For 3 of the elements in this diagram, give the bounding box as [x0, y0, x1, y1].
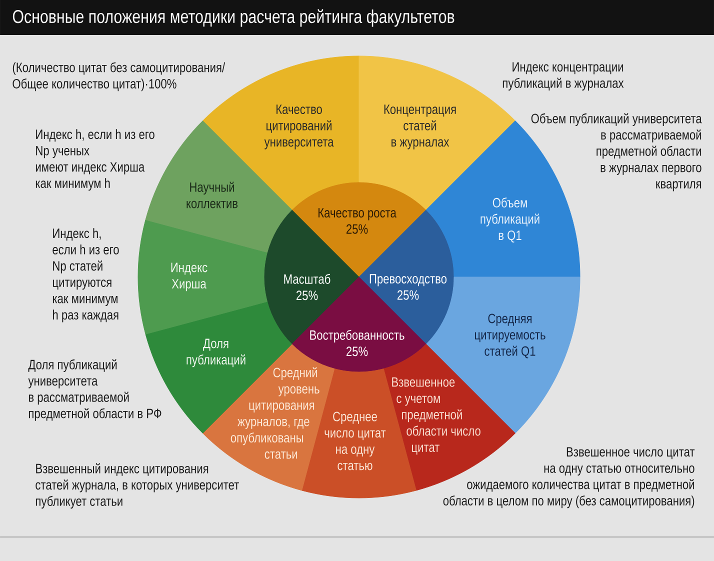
ring-segment: Индекс Хирша — [138, 220, 268, 334]
description-text: Индекс h, если h из его Np статей цитируются как минимум h раз каждая — [52, 228, 119, 322]
title-bar: Основные положения методики расчета рейтинга факультетов — [0, 0, 714, 35]
